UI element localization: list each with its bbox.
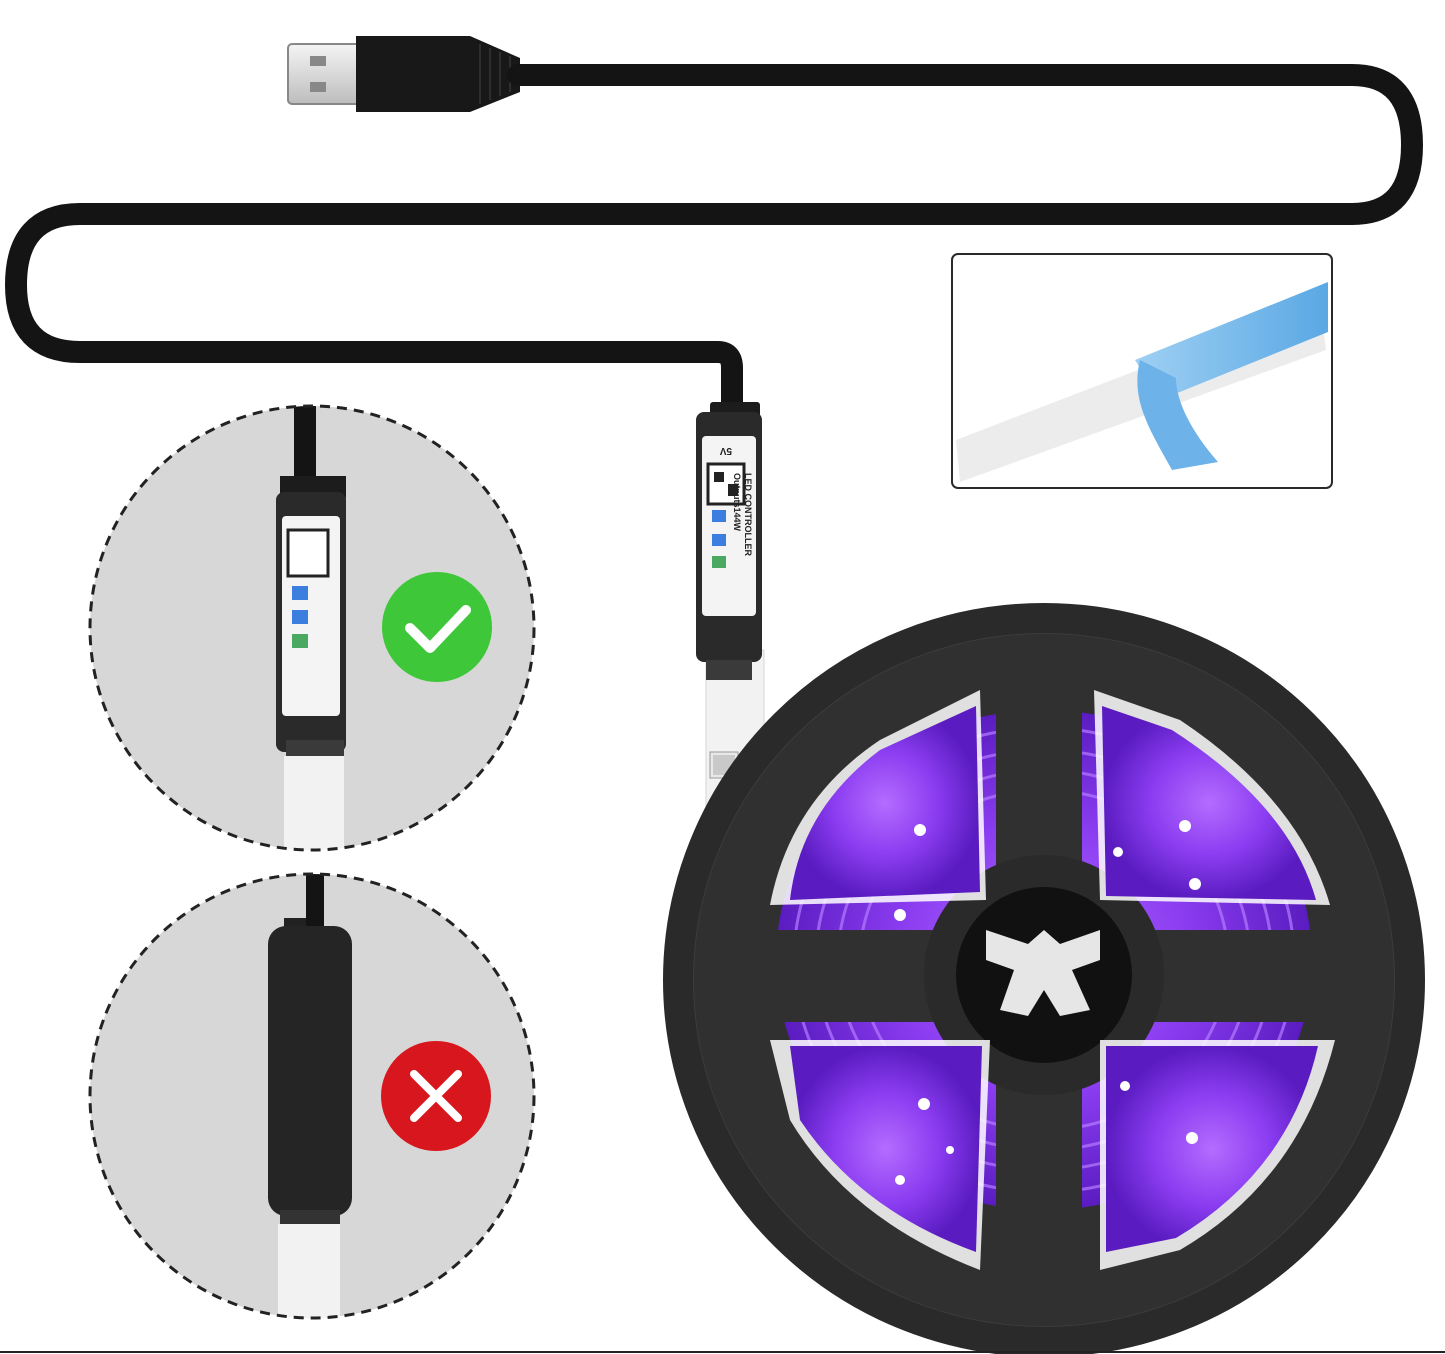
check-badge bbox=[382, 572, 492, 682]
controller-title: LED CONTROLLER bbox=[743, 473, 753, 556]
usb-plug bbox=[287, 36, 520, 112]
led-controller-main: LED CONTROLLER Outputs144W 5V bbox=[696, 402, 765, 851]
correct-usage-circle bbox=[88, 404, 536, 852]
reel-hub-cutout bbox=[986, 930, 1100, 1016]
incorrect-usage-circle bbox=[88, 872, 536, 1320]
controller-output: Outputs144W bbox=[732, 473, 742, 532]
bottom-border bbox=[0, 1351, 1445, 1353]
check-icon bbox=[405, 605, 471, 653]
cross-icon bbox=[410, 1070, 462, 1122]
adhesive-tape-inset bbox=[951, 253, 1333, 489]
usb-cable bbox=[5, 64, 1423, 413]
controller-voltage: 5V bbox=[719, 445, 732, 456]
blue-tape bbox=[1135, 282, 1328, 400]
led-strip-reel bbox=[663, 603, 1425, 1354]
usb-plug-icon bbox=[287, 43, 361, 105]
